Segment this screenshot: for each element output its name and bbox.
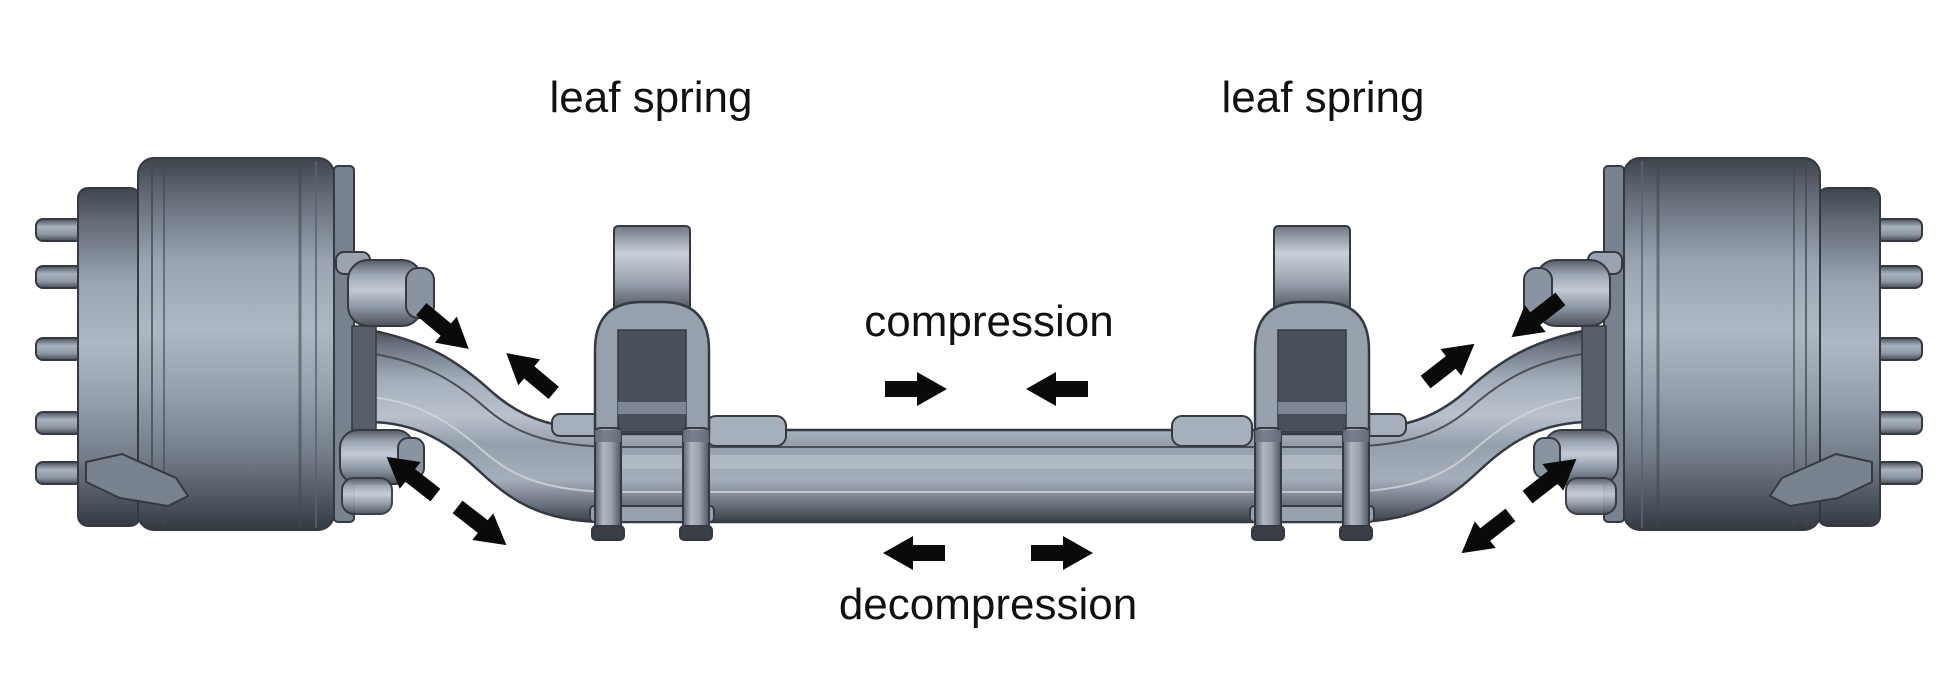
axle-beam-highlight <box>612 455 1346 469</box>
leaf-spring-label-left: leaf spring <box>549 73 752 122</box>
axle-beam-top-crease <box>361 351 1596 448</box>
axle-beam-bottom-crease <box>361 395 1596 493</box>
compression-label: compression <box>864 297 1113 346</box>
axle-beam-pad <box>1171 415 1253 447</box>
left-arm-decompression-arrow-icon <box>447 493 517 559</box>
leaf-spring-label-right: leaf spring <box>1221 73 1424 122</box>
decompression-arrow-right-pointing-icon <box>1031 536 1093 570</box>
left-wheel-hub <box>34 156 436 532</box>
decompression-label: decompression <box>839 580 1137 629</box>
decompression-arrow-left-pointing-icon <box>883 536 945 570</box>
axle-beam-pad <box>705 415 787 447</box>
compression-arrow-right-pointing-icon <box>885 372 947 406</box>
right-arm-decompression-arrow-icon <box>1451 501 1521 567</box>
compression-arrow-left-pointing-icon <box>1026 372 1088 406</box>
right-wheel-hub <box>1522 156 1924 532</box>
left-arm-compression-arrow-icon <box>495 340 565 406</box>
axle-beam <box>356 326 1601 524</box>
